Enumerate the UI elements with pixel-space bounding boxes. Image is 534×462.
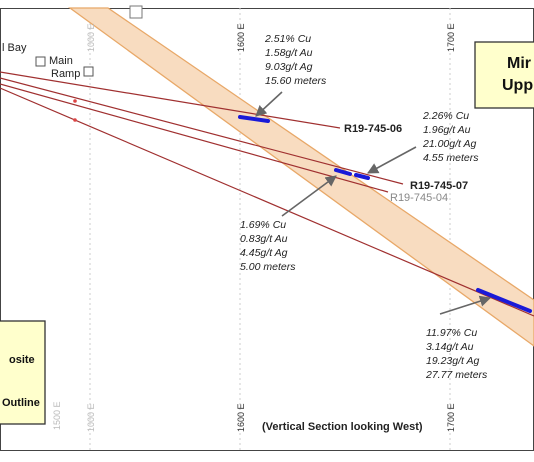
place-label-ramp: Ramp [51, 68, 80, 80]
label-c-au: 0.83g/t Au [240, 233, 288, 245]
grid-label-faded-bottom-2: 1500 E [52, 401, 62, 430]
place-label-bay: l Bay [2, 42, 27, 54]
label-a-len: 15.60 meters [265, 75, 327, 87]
section-frame [0, 8, 534, 451]
intercept-label-a: 2.51% Cu 1.58g/t Au 9.03g/t Ag 15.60 met… [264, 33, 327, 87]
intercept-label-c: 1.69% Cu 0.83g/t Au 4.45g/t Ag 5.00 mete… [240, 219, 296, 273]
title-line-2: Upp [502, 77, 533, 94]
label-a-au: 1.58g/t Au [265, 47, 313, 59]
main-marker [35, 56, 46, 67]
grid-label-1700-top: 1700 E [446, 23, 456, 52]
title-line-1: Mir [507, 55, 531, 72]
arrow-b [367, 146, 417, 174]
hole-label-r19-745-06: R19-745-06 [344, 123, 402, 135]
intercept-c [334, 168, 352, 176]
intercept-b [354, 173, 370, 180]
drill-traces [0, 71, 534, 317]
grid-label-1600-bottom: 1600 E [236, 403, 246, 432]
label-b-cu: 2.26% Cu [422, 110, 469, 122]
intercepts [238, 115, 532, 313]
legend-box [0, 320, 46, 425]
legend-line-2: Outline [2, 397, 40, 409]
title-box [474, 41, 534, 109]
label-d-ag: 19.23g/t Ag [426, 355, 479, 367]
callout-arrows [255, 91, 492, 315]
label-b-au: 1.96g/t Au [423, 124, 471, 136]
grid-lines [89, 8, 451, 450]
drill-trace-r19-745-07 [0, 77, 404, 185]
label-c-cu: 1.69% Cu [240, 219, 286, 231]
grid-label-1600-top: 1600 E [236, 23, 246, 52]
intercept-label-b: 2.26% Cu 1.96g/t Au 21.00g/t Ag 4.55 met… [422, 110, 479, 164]
label-d-len: 27.77 meters [425, 369, 488, 381]
label-b-ag: 21.00g/t Ag [422, 138, 476, 150]
trace-tick-2 [73, 118, 77, 122]
mineralized-zone [68, 7, 534, 347]
label-c-ag: 4.45g/t Ag [240, 247, 288, 259]
label-a-ag: 9.03g/t Ag [265, 61, 313, 73]
drill-trace-r19-745-04 [0, 83, 389, 193]
legend-line-1: osite [9, 354, 35, 366]
place-label-main: Main [49, 55, 73, 67]
drill-trace-r19-745-06 [0, 71, 341, 129]
section-note: (Vertical Section looking West) [262, 421, 423, 433]
arrow-d [439, 295, 492, 315]
intercept-d [476, 288, 532, 313]
label-d-cu: 11.97% Cu [426, 327, 477, 339]
hole-label-r19-745-04: R19-745-04 [390, 192, 448, 204]
label-a-cu: 2.51% Cu [264, 33, 311, 45]
grid-label-1700-bottom: 1700 E [446, 403, 456, 432]
intercept-label-d: 11.97% Cu 3.14g/t Au 19.23g/t Ag 27.77 m… [425, 327, 488, 381]
grid-label-faded-top: 1000 E [86, 23, 96, 52]
ramp-marker [83, 66, 94, 77]
label-b-len: 4.55 meters [423, 152, 479, 164]
drill-trace-deep [0, 87, 534, 317]
label-d-au: 3.14g/t Au [426, 341, 474, 353]
surface-marker [129, 5, 143, 19]
arrow-c [281, 175, 337, 217]
trace-tick-1 [73, 99, 77, 103]
label-c-len: 5.00 meters [240, 261, 296, 273]
intercept-a [238, 115, 270, 123]
grid-label-faded-bottom: 1000 E [86, 403, 96, 432]
arrow-a [255, 91, 283, 117]
hole-label-r19-745-07: R19-745-07 [410, 180, 468, 192]
